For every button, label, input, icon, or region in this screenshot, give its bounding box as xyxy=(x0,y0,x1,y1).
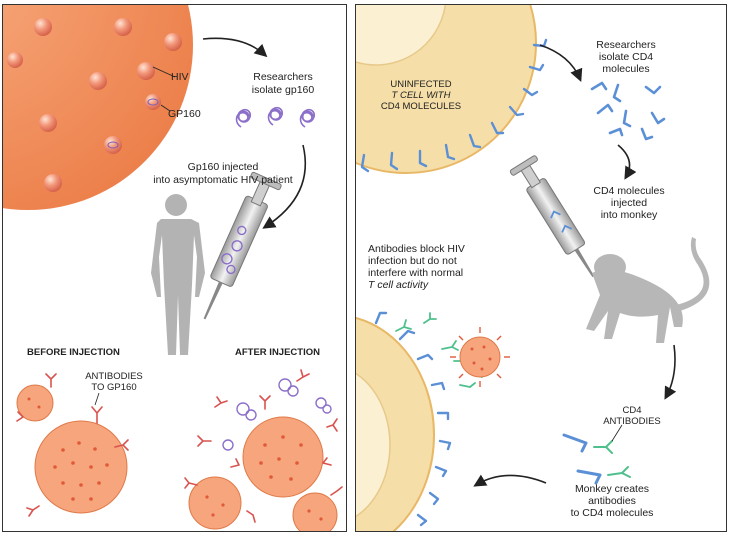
cd4-receptors-top xyxy=(360,38,548,173)
patient-silhouette xyxy=(151,194,205,355)
t-cell-uninfected xyxy=(356,5,537,174)
antibodies-gp160-line1: ANTIBODIES xyxy=(85,371,143,382)
block-text-line4: T cell activity xyxy=(368,279,429,291)
uninfected-line3: CD4 MOLECULES xyxy=(380,101,462,112)
uninfected-line2: T CELL WITH xyxy=(391,90,451,101)
gp160-coils-after xyxy=(222,378,332,451)
inject-cd4-line2: injected xyxy=(610,197,648,209)
isolate-cd4-line1: Researchers xyxy=(596,39,656,51)
after-injection-heading: AFTER INJECTION xyxy=(235,347,320,358)
gp160-coils xyxy=(235,106,316,128)
monkey-silhouette xyxy=(586,237,710,343)
hiv-label: HIV xyxy=(171,71,189,83)
isolate-cd4-line2: isolate CD4 xyxy=(598,51,654,63)
uninfected-line1: UNINFECTED xyxy=(390,79,452,90)
arrow-isolate-cd4 xyxy=(539,44,583,82)
antibodies-gp160-line2: TO GP160 xyxy=(91,382,137,393)
gp160-knobs xyxy=(7,18,182,192)
hiv-virus-large xyxy=(3,5,193,210)
cd4-antibody-pairs xyxy=(562,433,631,485)
inject-cd4-line1: CD4 molecules xyxy=(593,185,665,197)
monkey-creates-line3: to CD4 molecules xyxy=(570,507,654,519)
antibodies-before xyxy=(16,373,129,517)
inject-cd4-line3: into monkey xyxy=(600,209,658,221)
inject-gp160-line1: Gp160 injected xyxy=(187,161,259,173)
antibodies-after xyxy=(184,369,343,523)
arrow-isolate-gp160 xyxy=(202,37,268,58)
left-panel: HIV GP160 Researchers isolate gp160 Gp16… xyxy=(2,4,347,532)
t-cell-protected xyxy=(356,316,435,531)
hiv-virus-blocked xyxy=(450,327,510,387)
block-text-line2: infection but do not xyxy=(368,255,457,267)
inject-gp160-line2: into asymptomatic HIV patient xyxy=(153,174,293,186)
right-panel-illustration xyxy=(356,5,710,531)
hiv-virus-after xyxy=(188,416,338,531)
arrow-to-antibodies xyxy=(664,344,677,400)
isolate-gp160-line1: Researchers xyxy=(253,71,313,83)
right-panel: UNINFECTED T CELL WITH CD4 MOLECULES Res… xyxy=(355,4,727,532)
arrow-to-syringe xyxy=(262,144,307,229)
isolate-cd4-line3: molecules xyxy=(602,63,650,75)
hiv-virus-before xyxy=(16,384,128,514)
monkey-creates-line2: antibodies xyxy=(588,495,636,507)
isolate-gp160-line2: isolate gp160 xyxy=(251,84,315,96)
block-text-line3: interfere with normal xyxy=(368,267,464,279)
cd4-molecules-isolated xyxy=(590,81,666,141)
arrow-to-protected-cell xyxy=(473,474,547,487)
cd4-receptors-bottom xyxy=(374,311,452,527)
before-injection-heading: BEFORE INJECTION xyxy=(27,347,120,358)
syringe-gp160 xyxy=(203,171,282,320)
monkey-creates-line1: Monkey creates xyxy=(574,483,650,495)
syringe-cd4 xyxy=(509,155,595,278)
cd4-antibodies-line1: CD4 xyxy=(622,405,642,416)
left-panel-illustration xyxy=(3,5,343,531)
block-text-line1: Antibodies block HIV xyxy=(368,243,465,255)
cd4-antibodies-line2: ANTIBODIES xyxy=(603,416,661,427)
gp160-label: GP160 xyxy=(168,108,201,120)
arrow-to-cd4-injection xyxy=(617,144,637,180)
